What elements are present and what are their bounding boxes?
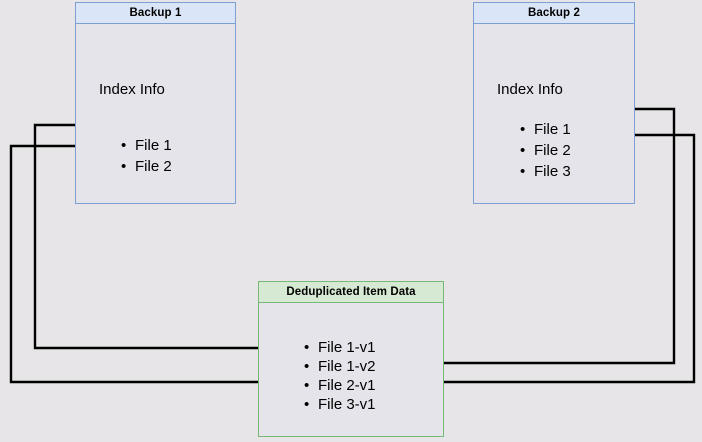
dedup-file-item: • File 2-v1: [302, 376, 376, 395]
backup-1-body: Index Info • File 1 • File 2: [76, 24, 235, 203]
bullet-icon: •: [121, 158, 127, 175]
backup-1-file-item: • File 1: [119, 135, 172, 156]
backup-2-body: Index Info • File 1 • File 2 • File 3: [474, 24, 634, 203]
bullet-icon: •: [121, 137, 127, 154]
backup-2-file-label: File 1: [534, 121, 571, 138]
dedup-file-list: • File 1-v1 • File 1-v2 • File 2-v1 • Fi…: [302, 338, 376, 414]
bullet-icon: •: [304, 377, 310, 394]
bullet-icon: •: [304, 339, 310, 356]
backup-1-title: Backup 1: [76, 3, 235, 24]
bullet-icon: •: [304, 396, 310, 413]
bullet-icon: •: [520, 163, 526, 180]
bullet-icon: •: [520, 142, 526, 159]
backup-1-file-item: • File 2: [119, 156, 172, 177]
dedup-file-label: File 2-v1: [318, 377, 376, 394]
bullet-icon: •: [304, 358, 310, 375]
backup-1-file-label: File 1: [135, 137, 172, 154]
connector-backup2-file2-to-dedup-file2v1: [396, 133, 696, 382]
dedup-file-label: File 1-v1: [318, 339, 376, 356]
backup-2-file-item: • File 2: [518, 140, 571, 161]
backup-2-file-list: • File 1 • File 2 • File 3: [518, 119, 571, 182]
backup-1-file-list: • File 1 • File 2: [119, 135, 172, 177]
deduplicated-item-data-body: • File 1-v1 • File 1-v2 • File 2-v1 • Fi…: [259, 303, 443, 436]
dedup-file-item: • File 3-v1: [302, 395, 376, 414]
connector-backup1-file2-to-dedup-file2v1: [9, 144, 296, 382]
dedup-file-label: File 1-v2: [318, 358, 376, 375]
backup-1-index-info-label: Index Info: [99, 81, 165, 98]
deduplicated-item-data-box: Deduplicated Item Data • File 1-v1 • Fil…: [258, 281, 444, 437]
backup-2-index-info-label: Index Info: [497, 81, 563, 98]
backup-2-file-item: • File 1: [518, 119, 571, 140]
backup-1-box: Backup 1 Index Info • File 1 • File 2: [75, 2, 236, 204]
backup-2-box: Backup 2 Index Info • File 1 • File 2 • …: [473, 2, 635, 204]
connector-backup2-file1-to-dedup-file1v2: [396, 107, 676, 363]
dedup-file-label: File 3-v1: [318, 396, 376, 413]
dedup-file-item: • File 1-v1: [302, 338, 376, 357]
backup-2-file-label: File 3: [534, 163, 571, 180]
backup-1-file-label: File 2: [135, 158, 172, 175]
backup-2-title: Backup 2: [474, 3, 634, 24]
backup-2-file-label: File 2: [534, 142, 571, 159]
bullet-icon: •: [520, 121, 526, 138]
backup-2-file-item: • File 3: [518, 161, 571, 182]
deduplicated-item-data-title: Deduplicated Item Data: [259, 282, 443, 303]
dedup-file-item: • File 1-v2: [302, 357, 376, 376]
